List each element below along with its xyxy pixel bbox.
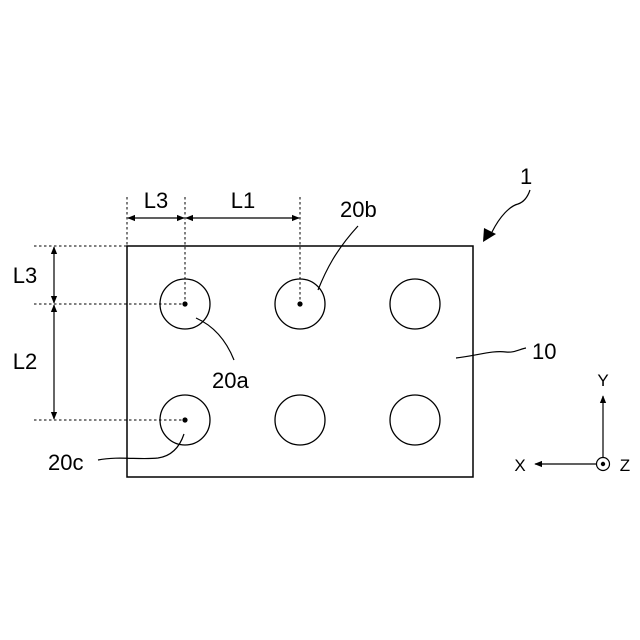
horizontal-extension-lines [34,246,185,420]
label-l3-left: L3 [13,263,37,288]
ref-hole-c-label: 20c [48,450,83,475]
axis-z-label: Z [620,456,630,475]
hole-top-right [390,279,440,329]
hole-bottom-right [390,395,440,445]
ref-hole-a-label: 20a [212,368,249,393]
ref-device-label: 1 [520,164,532,189]
label-l3-top: L3 [144,188,168,213]
label-l1: L1 [231,188,255,213]
axis-y-label: Y [597,371,608,390]
ref-hole-b-label: 20b [340,197,377,222]
device-pointer-arrowhead [483,228,496,242]
ref-plate-label: 10 [532,339,556,364]
axis-x-label: X [514,456,525,475]
plate [127,246,473,477]
label-l2: L2 [13,349,37,374]
vertical-extension-lines [127,197,300,304]
z-axis-dot [601,462,605,466]
hole-bottom-middle [275,395,325,445]
